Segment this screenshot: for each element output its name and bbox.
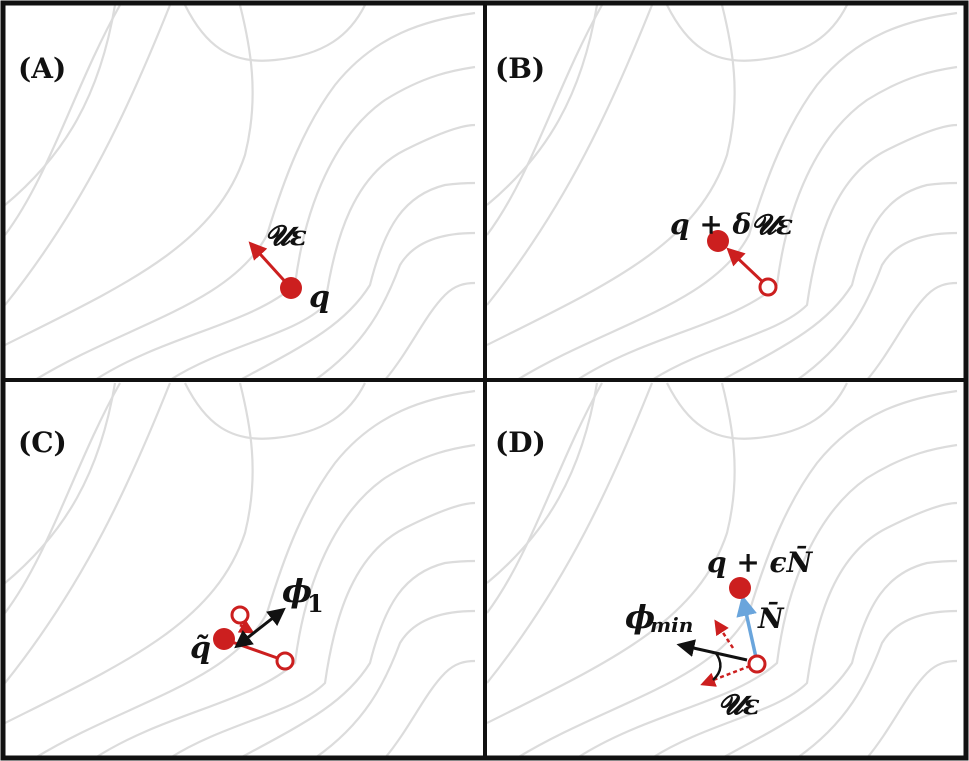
state-point (729, 577, 751, 599)
trial-state-point (230, 605, 250, 625)
direction-label: 𝓤ε (265, 219, 307, 252)
panel-d: (D) q + ϵN̄ N̄ ϕ min 𝓤ε (485, 381, 959, 760)
panel-c-label: (C) (18, 426, 67, 459)
state-point (707, 230, 729, 252)
mode-label: ϕ (625, 598, 655, 636)
state-label: q + δ𝓤ε (670, 208, 793, 241)
direction-label: 𝓤ε (718, 688, 760, 721)
panel-a-label: (A) (18, 52, 66, 85)
correction-arrow (237, 619, 255, 634)
state-label: q (309, 280, 330, 315)
mode-arrow (676, 639, 748, 662)
panel-d-label: (D) (495, 426, 546, 459)
mode-subscript: min (650, 613, 693, 637)
direction-arrow (248, 241, 292, 289)
rotation-arc (712, 651, 722, 681)
state-label: q + ϵN̄ (707, 545, 814, 579)
panel-b: (B) q + δ𝓤ε (485, 3, 959, 382)
state-label: q̃ (190, 631, 211, 666)
state-point (213, 628, 235, 650)
mode-subscript: 1 (307, 589, 324, 618)
panel-c: (C) q̃ ϕ 1 (3, 381, 477, 760)
panel-b-label: (B) (495, 52, 545, 85)
previous-state-point (758, 277, 778, 297)
mode-label: ϕ (282, 572, 312, 610)
step-arrow (726, 247, 769, 288)
panel-a: (A) 𝓤ε q (3, 3, 477, 382)
previous-state-point (747, 654, 767, 674)
mode-arrow (234, 607, 286, 649)
state-point (280, 277, 302, 299)
normal-label: N̄ (757, 601, 785, 635)
normal-arrow (736, 594, 759, 663)
step-direction-arrow (714, 619, 735, 649)
previous-state-point (275, 651, 295, 671)
direction-arrow (700, 664, 751, 687)
